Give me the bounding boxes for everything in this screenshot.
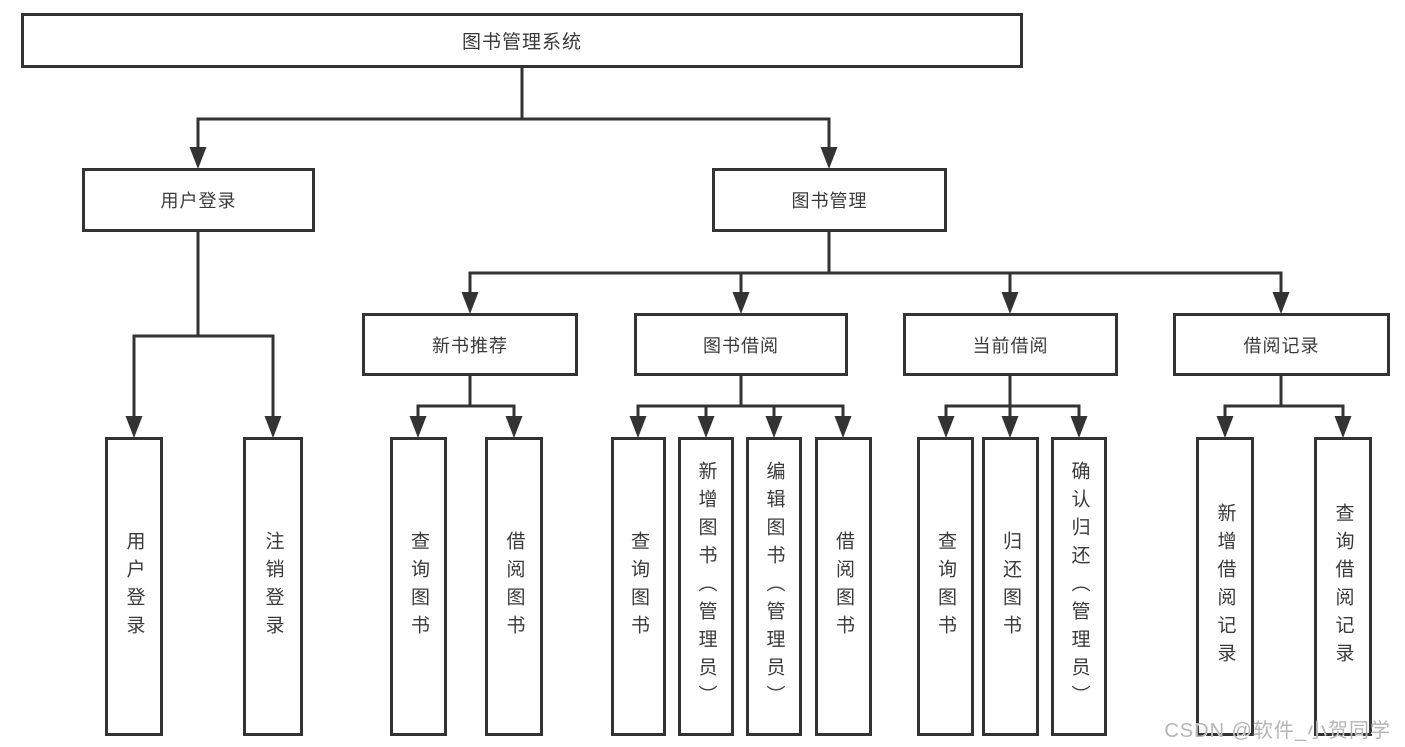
node-confirm-return-admin: 确认归还（管理员） <box>1051 437 1107 736</box>
node-current-borrowing: 当前借阅 <box>903 313 1118 376</box>
node-edit-books-admin: 编辑图书（管理员） <box>746 437 802 736</box>
node-label: 确认归还（管理员） <box>1068 460 1090 713</box>
node-recommend-borrow-books: 借阅图书 <box>485 437 543 736</box>
csdn-watermark: CSDN @软件_小贺同学 <box>1164 720 1391 742</box>
node-label: 新增图书（管理员） <box>695 460 717 713</box>
node-add-borrow-record: 新增借阅记录 <box>1196 437 1254 736</box>
node-borrow-books-action: 借阅图书 <box>815 437 872 736</box>
node-borrowing-records: 借阅记录 <box>1173 313 1390 376</box>
node-logout-action: 注销登录 <box>243 437 303 736</box>
node-label: 查询图书 <box>628 530 649 643</box>
node-label: 借阅图书 <box>833 530 854 643</box>
node-label: 查询图书 <box>935 530 956 643</box>
node-book-borrowing: 图书借阅 <box>634 313 848 376</box>
node-new-book-recommendation: 新书推荐 <box>362 313 578 376</box>
node-current-query-books: 查询图书 <box>917 437 974 736</box>
node-library-management-system: 图书管理系统 <box>21 13 1023 68</box>
node-label: 编辑图书（管理员） <box>763 460 785 713</box>
node-user-login-branch: 用户登录 <box>82 168 315 232</box>
node-book-management-branch: 图书管理 <box>712 168 947 232</box>
node-label: 新增借阅记录 <box>1214 502 1236 671</box>
node-label: 注销登录 <box>262 530 284 643</box>
node-recommend-query-books: 查询图书 <box>390 437 447 736</box>
node-return-books: 归还图书 <box>982 437 1039 736</box>
node-label: 归还图书 <box>1000 530 1021 643</box>
node-query-borrow-record: 查询借阅记录 <box>1314 437 1372 736</box>
node-user-login-action: 用户登录 <box>105 437 163 736</box>
node-label: 查询借阅记录 <box>1332 502 1354 671</box>
node-borrowing-query-books: 查询图书 <box>611 437 666 736</box>
node-label: 用户登录 <box>123 530 145 643</box>
node-label: 借阅图书 <box>503 530 525 643</box>
node-add-books-admin: 新增图书（管理员） <box>678 437 734 736</box>
node-label: 查询图书 <box>408 530 429 643</box>
